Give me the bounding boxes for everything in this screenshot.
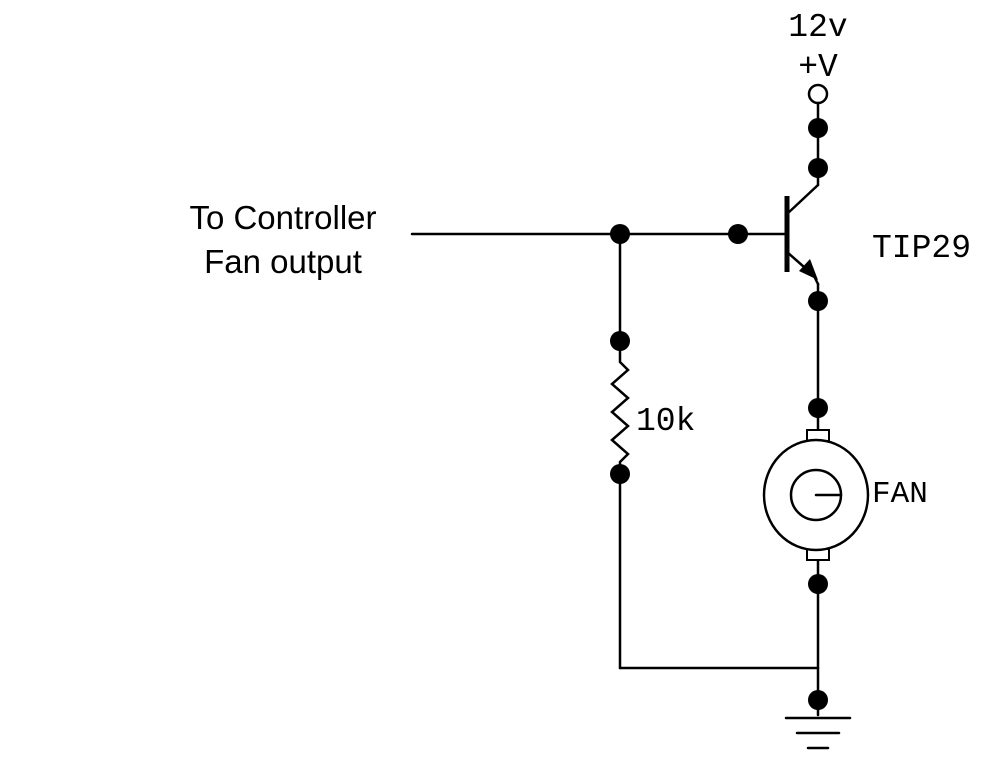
node-motor-bottom: [808, 574, 828, 594]
motor-label: FAN: [872, 477, 928, 512]
node-resistor-bottom: [610, 464, 630, 484]
transistor-collector: [785, 183, 820, 216]
supply-terminal: 12v +V: [788, 9, 848, 105]
supply-voltage-label: 12v: [788, 9, 847, 46]
node-motor-top: [808, 398, 828, 418]
node-resistor-top: [610, 331, 630, 351]
node-supply-1: [808, 118, 828, 138]
wires: [410, 101, 820, 717]
supply-symbol-label: +V: [798, 49, 838, 86]
connection-nodes: [610, 118, 828, 710]
input-label-line2: Fan output: [204, 243, 362, 280]
node-ground: [808, 690, 828, 710]
node-collector: [808, 158, 828, 178]
resistor-zigzag: [610, 339, 630, 476]
ground-symbol: [784, 716, 852, 750]
fan-motor: FAN: [762, 429, 928, 561]
node-emitter: [808, 291, 828, 311]
emitter-arrow-icon: [799, 259, 818, 280]
node-base: [728, 224, 748, 244]
npn-transistor: TIP29: [784, 183, 971, 286]
input-label: To Controller Fan output: [189, 199, 376, 280]
resistor-label: 10k: [636, 403, 695, 440]
transistor-label: TIP29: [872, 230, 971, 267]
input-label-line1: To Controller: [189, 199, 376, 236]
resistor: 10k: [610, 339, 695, 476]
transistor-emitter-stub: [812, 274, 820, 286]
supply-terminal-circle: [807, 83, 829, 105]
node-input-junction: [610, 224, 630, 244]
